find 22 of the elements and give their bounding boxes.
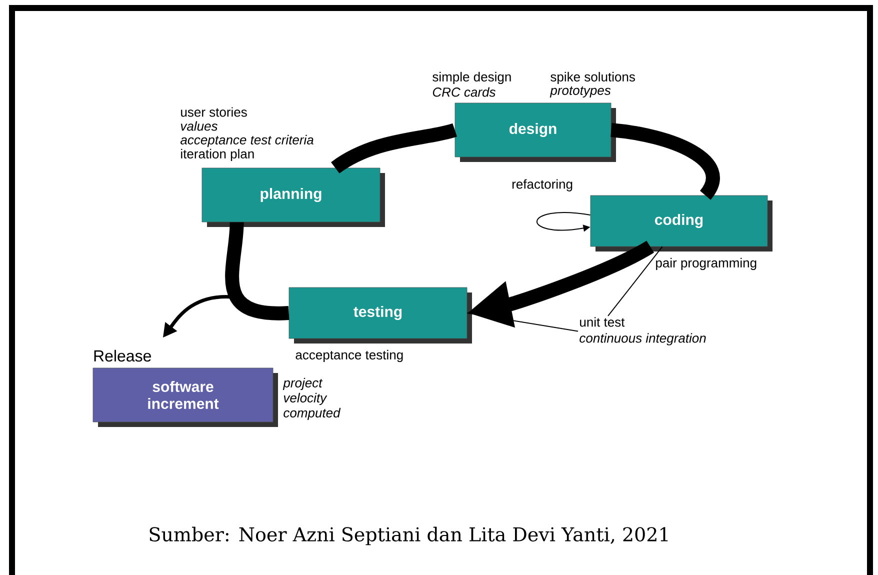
edge-label: refactoring: [512, 179, 572, 192]
process-box: testing: [288, 287, 472, 344]
note-text: pair programming: [656, 258, 756, 270]
process-box: coding: [590, 195, 772, 252]
note-text: user stories: [181, 107, 247, 117]
heading-text: Release: [94, 350, 151, 362]
release-box: software increment: [92, 368, 278, 427]
note-text: iteration plan: [181, 148, 254, 162]
note-text: prototypes: [550, 86, 611, 98]
process-box: design: [454, 102, 616, 162]
leader-line: [466, 312, 578, 332]
note-text: CRC cards: [432, 87, 496, 97]
process-box: planning: [202, 168, 385, 227]
note-text: unit test continuous integration: [580, 317, 706, 346]
note-text: values: [180, 121, 218, 131]
note-text: spike solutions: [550, 72, 635, 84]
leader-line: [608, 246, 663, 316]
note-text: acceptance test criteria: [180, 134, 314, 148]
note-text: project velocity computed: [282, 378, 341, 420]
note-text: acceptance testing: [296, 350, 403, 362]
caption: Sumber: Noer Azni Septiani dan Lita Devi Yanti, 2021: [150, 526, 668, 546]
note-text: simple design: [432, 72, 511, 84]
